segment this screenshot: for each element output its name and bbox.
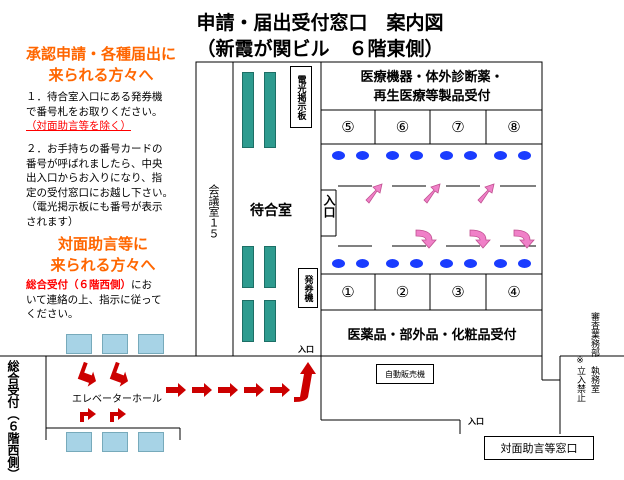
window-3[interactable]: ③ bbox=[451, 283, 465, 301]
chair bbox=[356, 151, 369, 160]
chair bbox=[410, 151, 423, 160]
chair bbox=[518, 151, 531, 160]
instruction-step-1: １．待合室入口にある発券機 で番号札をお取りください。 （対面助言等を除く） bbox=[26, 90, 206, 134]
seat-row bbox=[242, 246, 254, 288]
seat-row bbox=[242, 300, 254, 342]
window-4[interactable]: ④ bbox=[507, 283, 521, 301]
window-1[interactable]: ① bbox=[341, 283, 355, 301]
seat-row bbox=[264, 72, 276, 148]
step1-note: （対面助言等を除く） bbox=[26, 120, 131, 132]
elevator bbox=[66, 432, 92, 452]
waiting-room-label: 待合室 bbox=[250, 203, 292, 219]
page-title: 申請・届出受付窓口 案内図 bbox=[196, 12, 444, 34]
lower-counter-title: 医薬品・部外品・化粧品受付 bbox=[347, 328, 517, 343]
instruction-step-2: ２．お手持ちの番号カードの 番号が呼ばれましたら、中央 出入口からお入りになり、… bbox=[26, 143, 173, 228]
chair bbox=[518, 259, 531, 268]
window-6[interactable]: ⑥ bbox=[395, 118, 410, 136]
waiting-entrance-label: 入口 bbox=[298, 345, 314, 354]
elevator bbox=[102, 334, 128, 354]
elevator bbox=[102, 432, 128, 452]
floor-plan-lines bbox=[0, 61, 624, 440]
seat-row bbox=[264, 300, 276, 342]
elevator-hall-label: エレベーターホール bbox=[72, 394, 162, 405]
general-reception-label: 総合受付（６階西側） bbox=[6, 360, 20, 480]
no-entry-label: ※立入禁止 bbox=[575, 356, 585, 402]
page-subtitle: （新霞が関ビル ６階東側） bbox=[196, 38, 444, 60]
elevator bbox=[138, 432, 164, 452]
chair bbox=[410, 259, 423, 268]
heading-consultation: 対面助言等に 来られる方々へ bbox=[50, 235, 156, 274]
elevator bbox=[138, 334, 164, 354]
consultation-window[interactable]: 対面助言等窓口 bbox=[484, 436, 594, 460]
vending-machine: 自動販売機 bbox=[376, 364, 434, 384]
seat-row bbox=[242, 72, 254, 148]
window-5[interactable]: ⑤ bbox=[341, 118, 355, 136]
general-reception-highlight: 総合受付（６階西側） bbox=[26, 279, 131, 291]
chair bbox=[440, 151, 453, 160]
heading-applications: 承認申請・各種届出に 来られる方々へ bbox=[25, 45, 176, 84]
chair bbox=[332, 259, 345, 268]
chair bbox=[464, 151, 477, 160]
chair bbox=[464, 259, 477, 268]
seat-row bbox=[264, 246, 276, 288]
chair bbox=[494, 259, 507, 268]
chair bbox=[440, 259, 453, 268]
meeting-room-label: 会議室１５ bbox=[207, 184, 220, 239]
center-entrance-label: 入口 bbox=[322, 194, 336, 218]
window-2[interactable]: ② bbox=[395, 283, 410, 301]
chair bbox=[386, 259, 399, 268]
window-7[interactable]: ⑦ bbox=[451, 118, 465, 136]
route-arrows bbox=[77, 361, 316, 422]
chair bbox=[386, 151, 399, 160]
upper-counter-title: 医療機器・体外診断薬・ 再生医療等製品受付 bbox=[360, 70, 504, 104]
chair bbox=[494, 151, 507, 160]
review-office-label: 審査業務部 執務室 bbox=[589, 312, 599, 393]
chair bbox=[356, 259, 369, 268]
ticket-machine[interactable]: 発券機 bbox=[298, 268, 318, 308]
consult-entrance-label: 入口 bbox=[468, 417, 484, 426]
display-board: 電光掲示板 bbox=[290, 66, 312, 128]
instruction-consultation: 総合受付（６階西側）にお いて連絡の上、指示に従って ください。 bbox=[26, 279, 162, 320]
elevator bbox=[66, 334, 92, 354]
window-8[interactable]: ⑧ bbox=[507, 118, 521, 136]
chair bbox=[332, 151, 345, 160]
flow-arrows bbox=[365, 183, 535, 249]
